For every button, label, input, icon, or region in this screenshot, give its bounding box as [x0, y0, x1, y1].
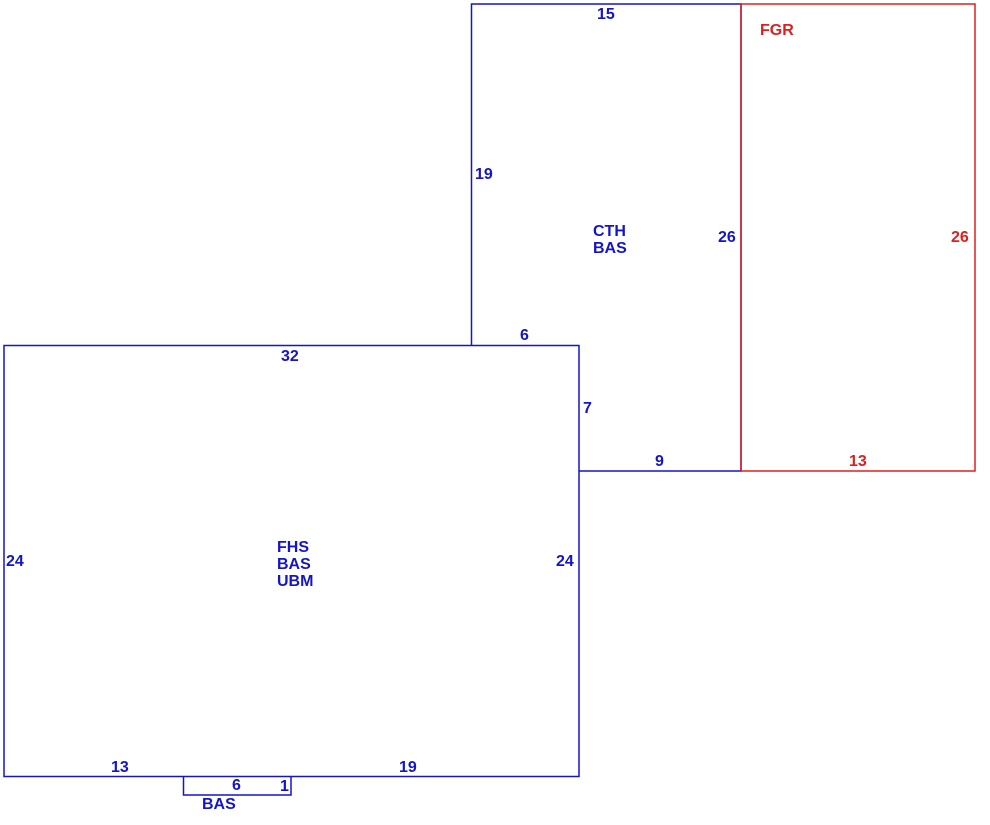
main-bottom-left-dimension: 13 — [111, 759, 129, 776]
main-top-dimension: 32 — [281, 348, 299, 365]
upper-top-dimension: 15 — [597, 6, 615, 23]
main-area-label-1: FHS — [277, 539, 309, 556]
main-right-dimension: 24 — [556, 553, 574, 570]
garage-label: FGR — [760, 22, 794, 39]
main-left-dimension: 24 — [6, 553, 24, 570]
garage-right-dimension: 26 — [951, 229, 969, 246]
upper-left-dimension: 19 — [475, 166, 493, 183]
main-area-label-3: UBM — [277, 573, 313, 590]
garage-outline — [740, 3, 976, 472]
upper-step-dimension: 7 — [583, 400, 592, 417]
upper-right-dimension: 26 — [718, 229, 736, 246]
bump-bottom-dimension: 6 — [232, 777, 241, 794]
upper-bottom-step-dimension: 6 — [520, 327, 529, 344]
bump-side-dimension: 1 — [280, 778, 289, 795]
upper-bottom-dimension: 9 — [655, 453, 664, 470]
main-bottom-right-dimension: 19 — [399, 759, 417, 776]
upper-area-label-2: BAS — [593, 240, 627, 257]
bump-label: BAS — [202, 796, 236, 813]
main-area-label-2: BAS — [277, 556, 311, 573]
garage-bottom-dimension: 13 — [849, 453, 867, 470]
bump-out-outline — [182, 776, 292, 796]
upper-area-label-1: CTH — [593, 223, 626, 240]
